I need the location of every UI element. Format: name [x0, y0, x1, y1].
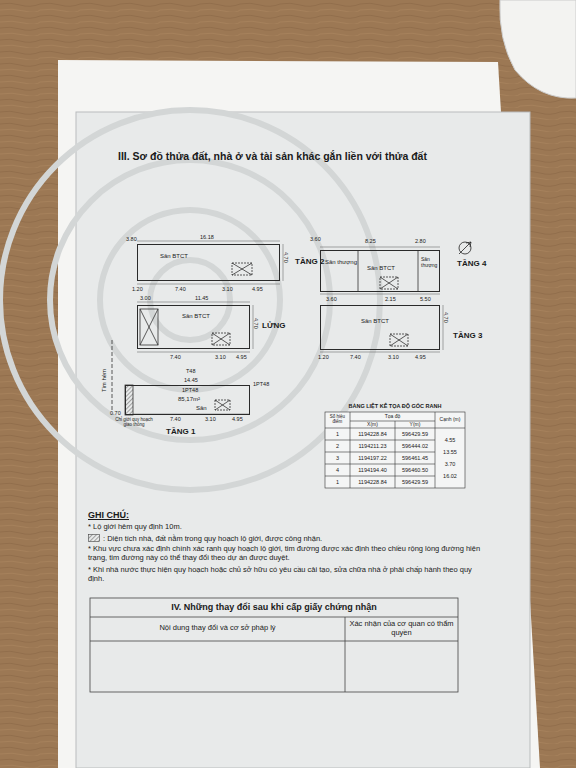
legend-swatch [88, 534, 100, 542]
dimension: 7.40 [350, 354, 361, 360]
legend-text: : Diện tích nhà, đất nằm trong quy hoạch… [103, 534, 322, 543]
dimension: 2.15 [385, 296, 396, 302]
dimension: 8.25 [365, 238, 376, 244]
dimension: 16.18 [200, 234, 214, 240]
table-header: Tọa độ [350, 414, 435, 420]
table-cell: 3 [325, 455, 350, 461]
table-cell: 1194194.40 [350, 467, 395, 473]
table-header: Y(m) [395, 422, 435, 428]
dimension: 4.70 [253, 318, 259, 329]
dimension: 3.80 [126, 236, 137, 242]
room-label: Sân thượng [421, 257, 439, 268]
dimension: Tim hẻm [101, 369, 108, 392]
table-cell: 1194228.84 [350, 431, 395, 437]
dimension: 4.95 [252, 286, 263, 292]
table-title: BẢNG LIỆT KÊ TỌA ĐỘ GÓC RANH [322, 403, 468, 409]
dimension: 0.70 [110, 410, 121, 416]
floor-name: TẦNG 4 [457, 260, 486, 269]
dimension: 1.20 [318, 354, 329, 360]
room-label: Sân BTCT [160, 253, 188, 260]
table-cell: 16.02 [435, 473, 465, 479]
north-arrow [459, 242, 471, 254]
dimension: 1PT48 [253, 381, 269, 387]
table-cell: 1 [325, 479, 350, 485]
floor-plan: Sân thượngSân BTCTSân thượngTẦNG 4 [320, 250, 440, 292]
dimension: 3.00 [140, 295, 151, 301]
table-cell: 1194197.22 [350, 455, 395, 461]
table-cell: 596460.50 [395, 467, 435, 473]
table-header: Xác nhận của cơ quan có thẩm quyền [345, 620, 458, 637]
floor-name: LỬNG [262, 322, 286, 331]
dimension: 1.20 [132, 286, 143, 292]
planning-boundary-label: Chỉ giới quy hoạch giao thông [112, 417, 156, 427]
table-cell: 596461.45 [395, 455, 435, 461]
dimension: 14.45 [184, 377, 198, 383]
drum-watermark [0, 110, 380, 490]
table-cell: 1194228.84 [350, 479, 395, 485]
table-header: Số hiệu điểm [325, 414, 350, 424]
floor-name: TẦNG 1 [166, 428, 195, 437]
dimension: 4.95 [236, 354, 247, 360]
dimension: 4.70 [283, 252, 289, 263]
other-paper [500, 0, 576, 98]
dimension: 1PT48 [182, 387, 198, 393]
dimension: 4.95 [232, 416, 243, 422]
table-cell: 1194211.23 [350, 443, 395, 449]
room-label: Sân BTCT [182, 313, 210, 320]
dimension: 2.80 [415, 238, 426, 244]
dimension: 3.10 [205, 416, 216, 422]
legend-item: : Diện tích nhà, đất nằm trong quy hoạch… [88, 534, 508, 543]
floor-plan: Sân BTCTLỬNG [137, 305, 250, 349]
table-cell: 4 [325, 467, 350, 473]
note: * Lộ giới hẻm quy định 10m. [88, 523, 182, 532]
paper-sheet [58, 60, 540, 768]
table-header: X(m) [350, 422, 395, 428]
dimension: 3.10 [388, 354, 399, 360]
table-cell: 13.55 [435, 449, 465, 455]
note: * Khu vực chưa xác định chính xác ranh q… [88, 545, 488, 562]
dimension: 7.40 [170, 416, 181, 422]
table-cell: 3.70 [435, 461, 465, 467]
table-cell: 596429.59 [395, 479, 435, 485]
dimension: 4.95 [415, 354, 426, 360]
section-title: III. Sơ đồ thửa đất, nhà ở và tài sản kh… [118, 150, 518, 162]
table-title: IV. Những thay đổi sau khi cấp giấy chứn… [90, 602, 458, 612]
dimension: 3.10 [215, 354, 226, 360]
dimension-lines [133, 241, 443, 414]
table-header: Nội dung thay đổi và cơ sở pháp lý [90, 624, 345, 633]
table-cell: 2 [325, 443, 350, 449]
dimension: 5.50 [420, 296, 431, 302]
print-area [76, 112, 530, 768]
table-cell: 1 [325, 431, 350, 437]
floor-plan: Sân BTCTTẦNG 3 [320, 305, 440, 350]
room-label: 85,17m² [178, 396, 200, 403]
room-label: Sân BTCT [361, 318, 389, 325]
table-cell: 4.55 [435, 437, 465, 443]
floor-plan: Sân BTCTTẦNG 2 [137, 244, 280, 281]
room-label: Sân [196, 405, 207, 412]
dimension: 3.60 [310, 236, 321, 242]
changes-table [90, 598, 458, 692]
table-header: Cạnh (m) [435, 417, 465, 423]
notes-heading: GHI CHÚ: [88, 510, 129, 520]
dimension: 3.10 [222, 286, 233, 292]
table-cell: 596429.59 [395, 431, 435, 437]
plot-label: T48 [186, 368, 195, 374]
dimension: 7.40 [175, 286, 186, 292]
floor-name: TẦNG 3 [453, 332, 482, 341]
dimension: 11.45 [195, 295, 208, 301]
dimension: 4.70 [443, 312, 449, 323]
room-label: Sân BTCT [367, 265, 395, 272]
dimension: 7.40 [170, 354, 181, 360]
coordinate-table [325, 412, 465, 488]
table-cell: 596444.02 [395, 443, 435, 449]
floor-plan-details [112, 250, 418, 415]
note: * Khi nhà nước thực hiện quy hoạch hoặc … [88, 566, 478, 583]
dimension: 3.60 [326, 296, 337, 302]
room-label: Sân thượng [325, 259, 357, 266]
